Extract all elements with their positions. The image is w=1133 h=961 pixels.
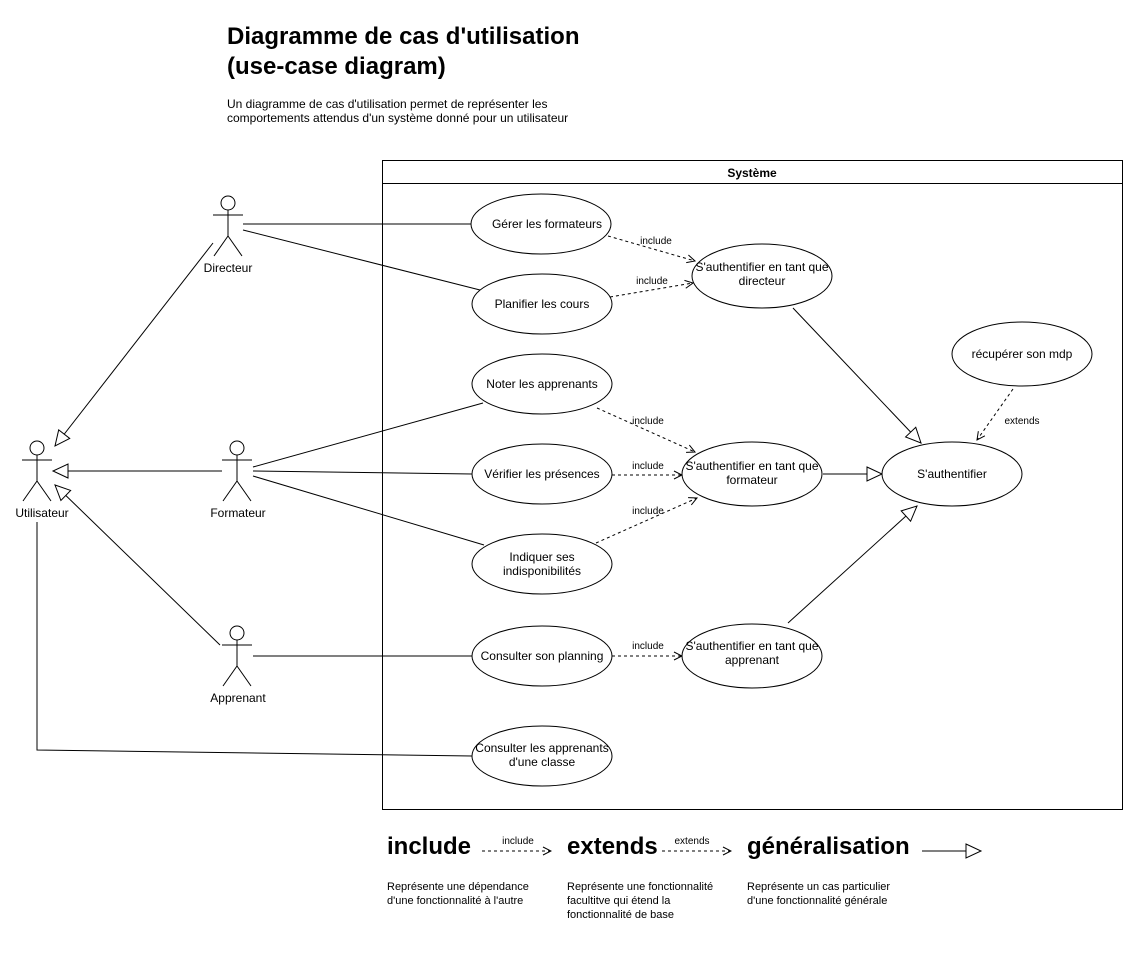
svg-text:S'authentifier: S'authentifier <box>917 467 987 481</box>
actor-utilisateur: Utilisateur <box>15 440 69 520</box>
description-line-1: Un diagramme de cas d'utilisation permet… <box>227 97 548 111</box>
svg-text:Consulter son planning: Consulter son planning <box>481 649 604 663</box>
actor-formateur: Formateur <box>210 440 266 520</box>
svg-text:indisponibilités: indisponibilités <box>503 564 581 578</box>
legend-generalisation-description: Représente un cas particulier d'une fonc… <box>747 881 891 907</box>
usecase-recuperer-mdp: récupérer son mdp <box>951 321 1093 387</box>
title-line-1: Diagramme de cas d'utilisation <box>227 23 580 50</box>
legend-arrows: include extends <box>482 836 983 859</box>
diagram-title: Diagramme de cas d'utilisation (use-case… <box>227 22 579 82</box>
usecase-auth-apprenant: S'authentifier en tant que apprenant <box>681 623 823 689</box>
svg-text:récupérer son mdp: récupérer son mdp <box>972 347 1073 361</box>
dependency-labels: include include include include include … <box>632 236 1039 652</box>
svg-text:apprenant: apprenant <box>725 653 780 667</box>
usecase-authentifier: S'authentifier <box>881 441 1023 507</box>
include-label: include <box>640 236 672 247</box>
usecase-auth-directeur: S'authentifier en tant que directeur <box>691 243 833 309</box>
include-label: include <box>632 416 664 427</box>
usecase-consulter-planning: Consulter son planning <box>471 625 613 687</box>
usecase-noter-apprenants: Noter les apprenants <box>471 353 613 415</box>
associations <box>36 223 485 757</box>
svg-text:formateur: formateur <box>726 473 777 487</box>
include-label: include <box>632 506 664 517</box>
svg-text:Gérer les formateurs: Gérer les formateurs <box>492 217 602 231</box>
svg-text:d'une classe: d'une classe <box>509 755 576 769</box>
actor-generalizations <box>51 242 222 646</box>
dependencies <box>595 235 1014 656</box>
svg-text:S'authentifier en tant que: S'authentifier en tant que <box>685 639 818 653</box>
actor-directeur: Directeur <box>204 195 253 275</box>
svg-text:directeur: directeur <box>739 274 786 288</box>
usecase-verifier-presences: Vérifier les présences <box>471 443 613 505</box>
actor-label: Apprenant <box>210 691 266 705</box>
legend-include-title: include <box>387 833 472 860</box>
usecase-gerer-formateurs: Gérer les formateurs <box>470 193 612 255</box>
legend-include-description: Représente une dépendance d'une fonction… <box>387 881 529 907</box>
title-line-2: (use-case diagram) <box>227 53 446 80</box>
include-label: include <box>632 461 664 472</box>
legend-extends-description: Représente une fonctionnalité facultitve… <box>567 881 714 921</box>
legend-extends-arrow-label: extends <box>674 836 709 847</box>
legend-generalisation-title: généralisation <box>747 833 910 860</box>
extends-label: extends <box>1004 416 1039 427</box>
svg-text:S'authentifier en tant que: S'authentifier en tant que <box>695 260 828 274</box>
svg-text:S'authentifier en tant que: S'authentifier en tant que <box>685 459 818 473</box>
description-line-2: comportements attendus d'un système donn… <box>227 111 569 125</box>
svg-text:Vérifier les présences: Vérifier les présences <box>484 467 599 481</box>
svg-text:Indiquer ses: Indiquer ses <box>509 550 574 564</box>
actor-apprenant: Apprenant <box>210 625 266 705</box>
svg-text:Noter les apprenants: Noter les apprenants <box>486 377 597 391</box>
legend-extends-title: extends <box>567 833 658 860</box>
usecase-indiquer-indisponibilites: Indiquer ses indisponibilités <box>471 533 613 595</box>
actor-label: Formateur <box>210 506 265 520</box>
system-label: Système <box>727 166 777 180</box>
include-label: include <box>636 276 668 287</box>
legend-include-arrow-label: include <box>502 836 534 847</box>
actor-label: Utilisateur <box>15 506 68 520</box>
actor-label: Directeur <box>204 261 253 275</box>
diagram-description: Un diagramme de cas d'utilisation permet… <box>227 97 647 125</box>
usecase-consulter-apprenants: Consulter les apprenants d'une classe <box>471 725 613 787</box>
usecase-auth-formateur: S'authentifier en tant que formateur <box>681 441 823 507</box>
usecase-planifier-cours: Planifier les cours <box>471 273 613 335</box>
svg-text:Consulter les apprenants: Consulter les apprenants <box>475 741 608 755</box>
svg-text:Planifier les cours: Planifier les cours <box>495 297 590 311</box>
usecase-generalizations <box>787 307 922 624</box>
include-label: include <box>632 641 664 652</box>
